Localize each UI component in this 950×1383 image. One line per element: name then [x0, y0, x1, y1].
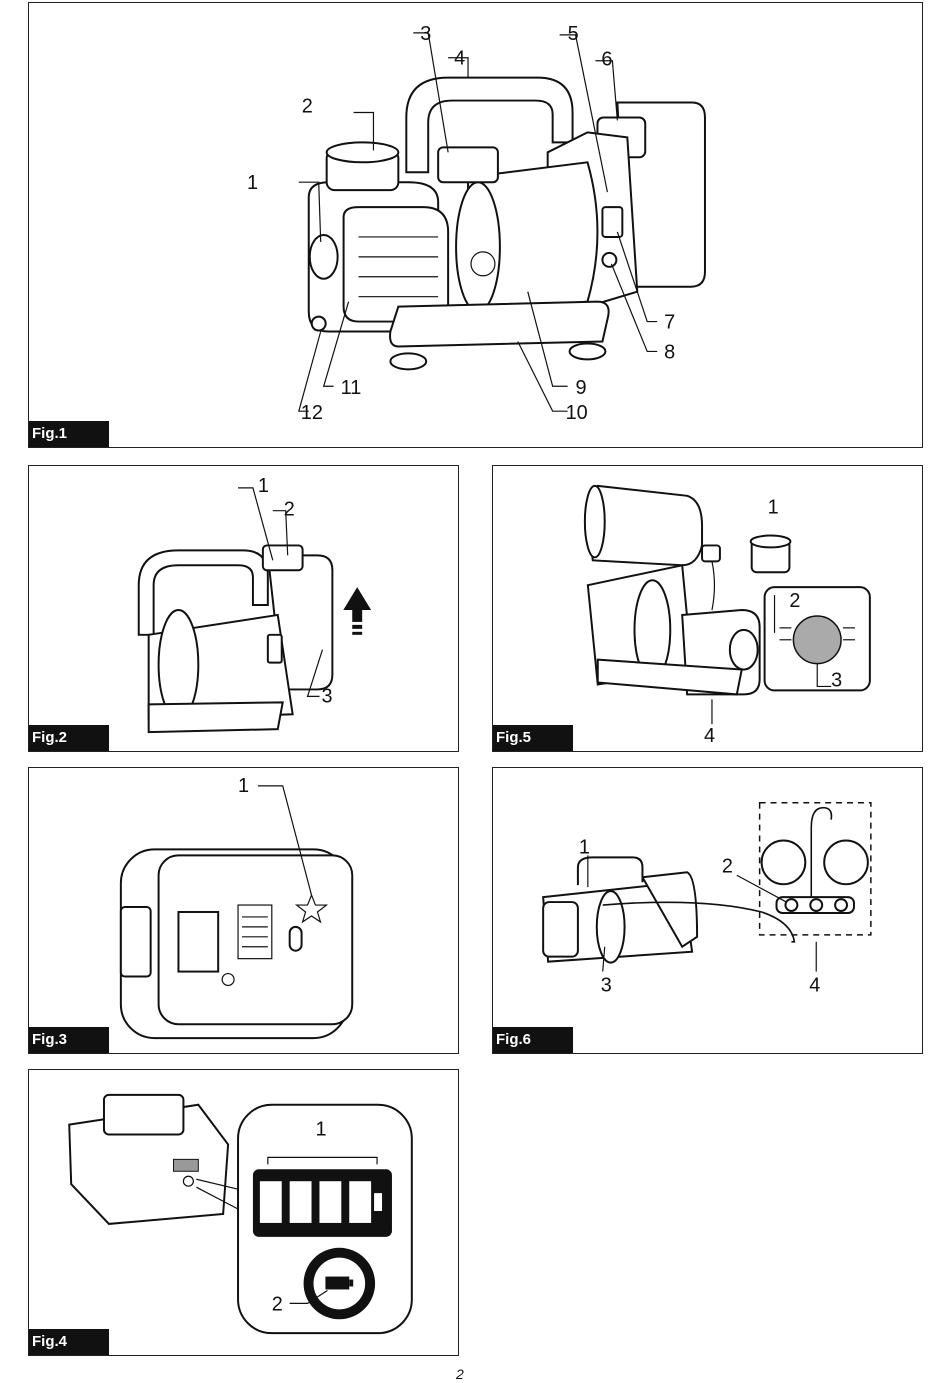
fig6-label: Fig.6 — [493, 1027, 573, 1053]
page-number: 2 — [456, 1366, 464, 1382]
fig1-label: Fig.1 — [29, 421, 109, 447]
battery-capacity-illustration: 1 2 — [29, 1070, 458, 1355]
fig1-callout-7: 7 — [664, 312, 675, 334]
figure-4-panel: 1 2 Fig.4 — [28, 1069, 459, 1356]
fig1-callout-12: 12 — [301, 402, 323, 424]
fig5-callout-1: 1 — [768, 497, 779, 519]
fig2-callout-1: 1 — [258, 475, 269, 497]
fig1-callout-6: 6 — [601, 49, 612, 71]
fig6-callout-3: 3 — [601, 974, 612, 996]
fig1-callout-5: 5 — [568, 23, 579, 45]
vacuum-pump-illustration: 1 2 3 4 5 6 7 8 9 10 11 12 — [29, 3, 922, 447]
fig1-callout-10: 10 — [566, 402, 588, 424]
fig6-callout-2: 2 — [722, 855, 733, 877]
fig3-label: Fig.3 — [29, 1027, 109, 1053]
figure-3-panel: 1 Fig.3 — [28, 767, 459, 1054]
oil-filling-illustration: 1 2 3 4 — [493, 466, 922, 751]
gauge-manifold-connection-illustration: 1 2 3 4 — [493, 768, 922, 1053]
fig1-callout-9: 9 — [576, 377, 587, 399]
figure-5-panel: 1 2 3 4 Fig.5 — [492, 465, 923, 752]
fig1-callout-11: 11 — [341, 377, 362, 399]
fig2-callout-3: 3 — [321, 685, 332, 707]
fig1-callout-3: 3 — [420, 23, 431, 45]
fig5-callout-4: 4 — [704, 725, 715, 747]
fig1-callout-2: 2 — [302, 96, 313, 118]
fig5-label: Fig.5 — [493, 725, 573, 751]
fig4-callout-2: 2 — [272, 1293, 283, 1315]
fig4-label: Fig.4 — [29, 1329, 109, 1355]
battery-removal-illustration: 1 2 3 — [29, 466, 458, 751]
fig1-callout-1: 1 — [247, 172, 258, 194]
fig5-callout-3: 3 — [831, 669, 842, 691]
fig2-callout-2: 2 — [284, 499, 295, 521]
fig4-callout-1: 1 — [315, 1119, 326, 1141]
battery-indicator-illustration: 1 — [29, 768, 458, 1053]
figure-1-panel: 1 2 3 4 5 6 7 8 9 10 11 12 Fig.1 — [28, 2, 923, 448]
fig3-callout-1: 1 — [238, 775, 249, 797]
fig1-callout-8: 8 — [664, 341, 675, 363]
fig5-callout-2: 2 — [789, 590, 800, 612]
fig6-callout-1: 1 — [579, 836, 590, 858]
fig1-callout-4: 4 — [454, 48, 465, 70]
fig2-label: Fig.2 — [29, 725, 109, 751]
figure-6-panel: 1 2 3 4 Fig.6 — [492, 767, 923, 1054]
fig6-callout-4: 4 — [809, 974, 820, 996]
figure-2-panel: 1 2 3 Fig.2 — [28, 465, 459, 752]
